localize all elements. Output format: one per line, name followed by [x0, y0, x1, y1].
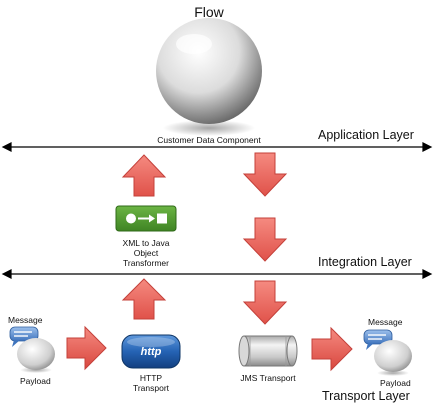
transformer-label-line1: XML to Java [122, 238, 170, 248]
jms-transport-label: JMS Transport [240, 373, 296, 383]
integration-layer-label: Integration Layer [318, 255, 412, 269]
component-label: Customer Data Component [157, 135, 261, 145]
message-bubble-icon [363, 329, 393, 350]
message-bubble-icon [9, 326, 39, 347]
http-transport-label-line2: Transport [132, 383, 170, 393]
arrow-down-icon [242, 217, 288, 262]
right-message-label: Message [368, 317, 403, 327]
application-layer-line [1, 142, 433, 152]
transport-layer-label: Transport Layer [322, 389, 410, 403]
application-layer-label: Application Layer [318, 128, 414, 142]
arrow-down-icon [242, 152, 288, 197]
pipe-icon [238, 335, 298, 367]
diagram-title: Flow [194, 4, 224, 20]
transformer-label: XML to Java Object Transformer [106, 238, 186, 268]
http-icon: http [121, 334, 181, 369]
http-badge-text: http [141, 346, 162, 358]
integration-layer-line [1, 269, 433, 279]
transformer-label-line3: Transformer [123, 258, 169, 268]
transformer-label-line2: Object [133, 248, 159, 258]
http-transport-label-line1: HTTP [139, 373, 163, 383]
sphere-icon [156, 18, 262, 136]
arrow-right-icon [311, 326, 353, 372]
payload-egg-icon [374, 340, 412, 376]
payload-egg-icon [17, 338, 55, 373]
left-payload-label: Payload [20, 376, 51, 386]
left-message-label: Message [8, 315, 43, 325]
transformer-icon [115, 205, 177, 232]
arrow-right-icon [66, 325, 107, 371]
arrow-up-icon [121, 154, 167, 197]
http-transport-label: HTTP Transport [116, 373, 186, 393]
right-payload-label: Payload [380, 378, 411, 388]
arrow-up-icon [121, 278, 167, 320]
arrow-down-icon [242, 280, 288, 325]
